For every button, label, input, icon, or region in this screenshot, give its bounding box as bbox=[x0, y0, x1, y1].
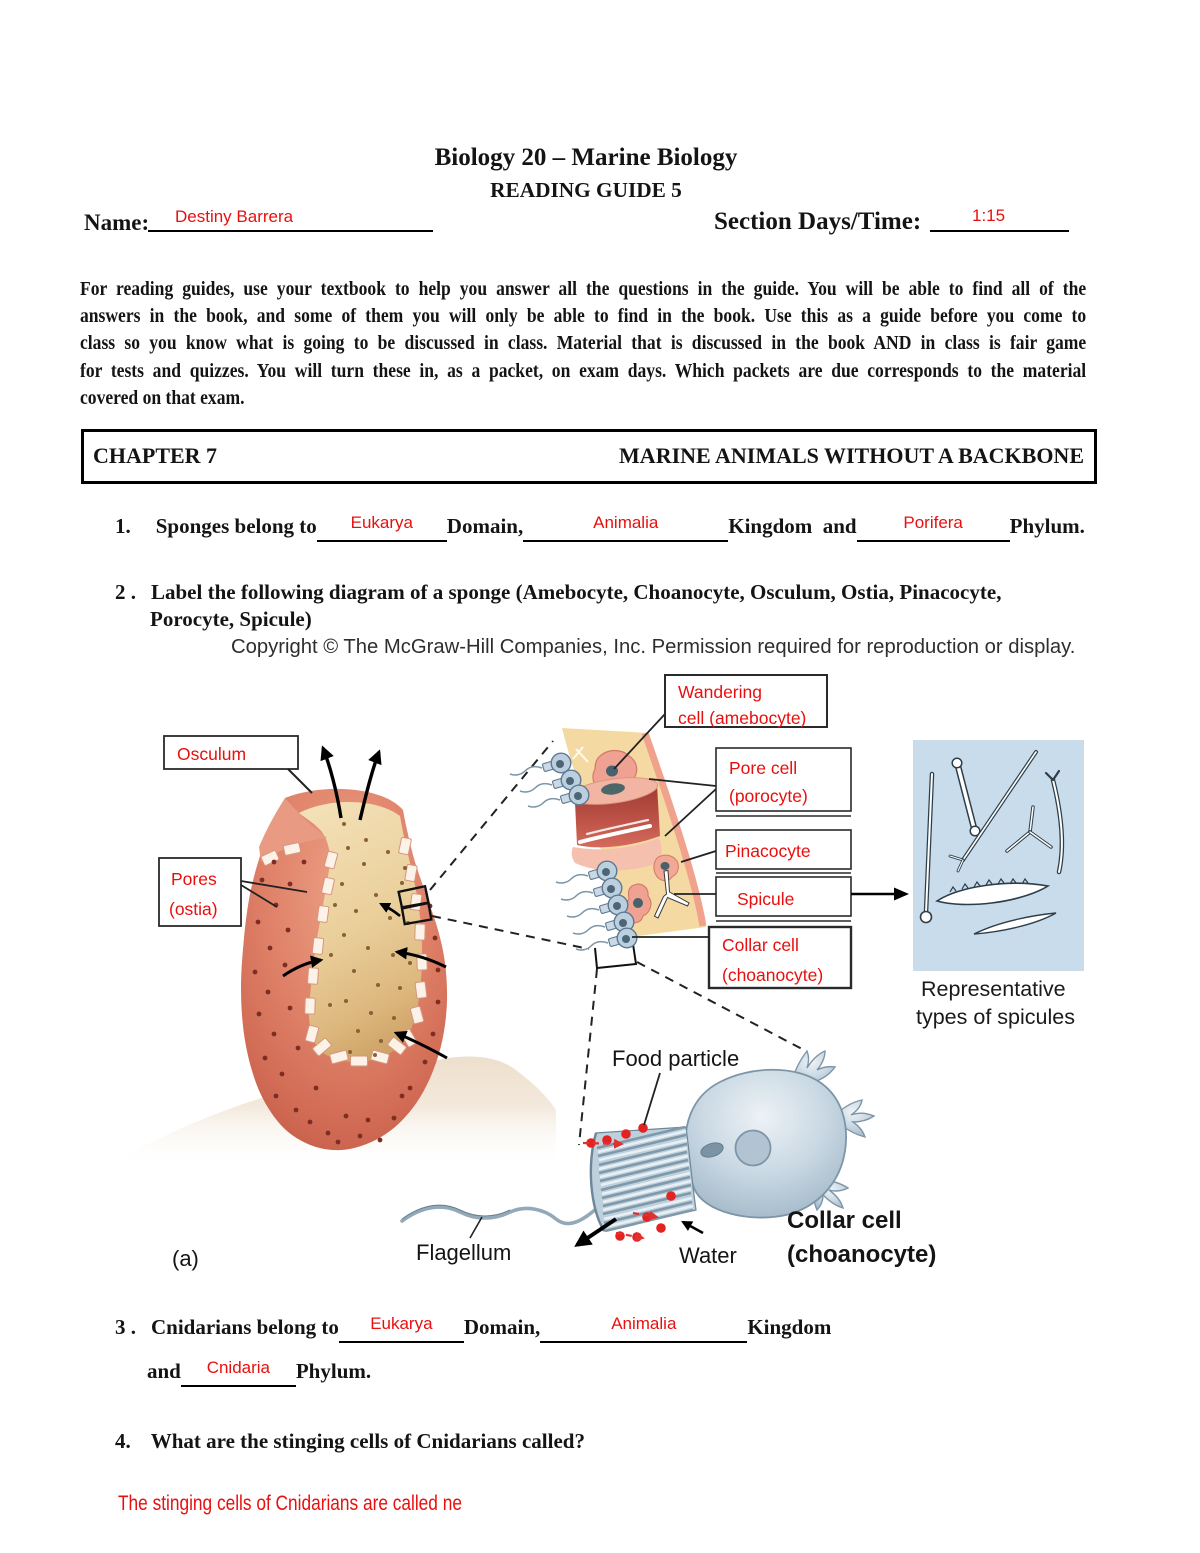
svg-text:Collar cell: Collar cell bbox=[787, 1207, 902, 1234]
svg-text:(porocyte): (porocyte) bbox=[729, 786, 808, 806]
svg-text:Collar cell: Collar cell bbox=[722, 935, 799, 955]
svg-text:Representative: Representative bbox=[921, 977, 1066, 1001]
svg-text:(choanocyte): (choanocyte) bbox=[722, 965, 823, 985]
svg-text:Spicule: Spicule bbox=[737, 889, 794, 909]
svg-text:(ostia): (ostia) bbox=[169, 899, 218, 919]
svg-text:Water: Water bbox=[679, 1243, 737, 1268]
svg-text:types of spicules: types of spicules bbox=[916, 1005, 1075, 1029]
svg-text:Wandering: Wandering bbox=[678, 682, 762, 702]
svg-text:cell (amebocyte): cell (amebocyte) bbox=[678, 708, 806, 728]
svg-text:(choanocyte): (choanocyte) bbox=[787, 1241, 936, 1268]
svg-text:Food particle: Food particle bbox=[612, 1046, 739, 1071]
svg-text:Flagellum: Flagellum bbox=[416, 1240, 511, 1265]
svg-text:Pore cell: Pore cell bbox=[729, 758, 797, 778]
svg-text:Pinacocyte: Pinacocyte bbox=[725, 841, 811, 861]
svg-text:(a): (a) bbox=[172, 1246, 199, 1271]
svg-text:Pores: Pores bbox=[171, 869, 217, 889]
svg-text:Osculum: Osculum bbox=[177, 744, 246, 764]
